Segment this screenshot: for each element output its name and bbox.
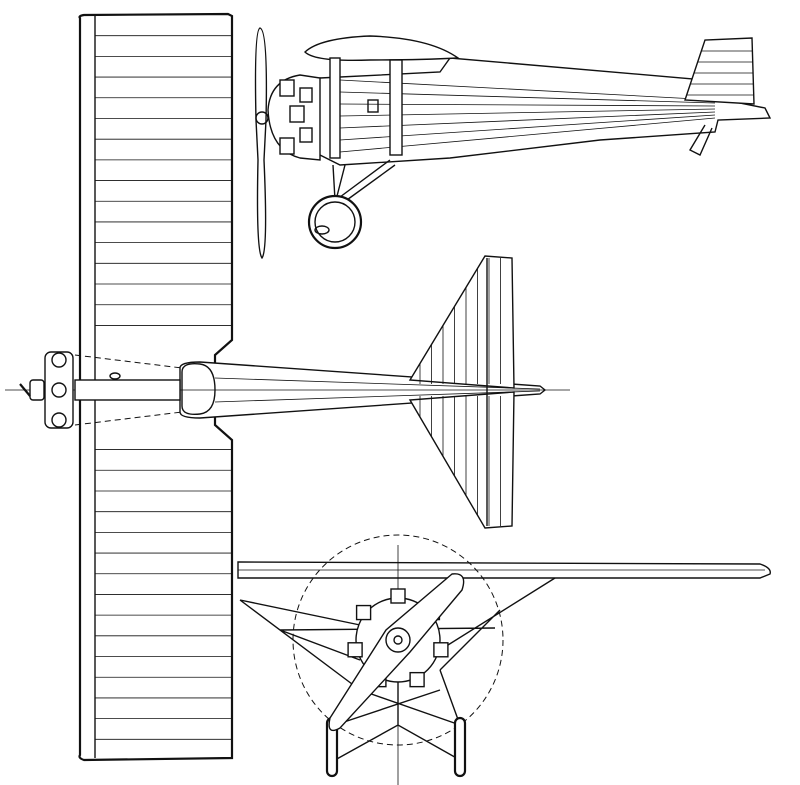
wing-struts-front (239, 577, 556, 691)
tail-skid (689, 124, 713, 156)
cockpit-window (367, 99, 379, 113)
engine-cylinder (355, 604, 372, 621)
landing-gear-side (332, 159, 396, 206)
engine-cylinder (390, 588, 406, 604)
plan-view (5, 12, 570, 762)
cabane-strut (329, 57, 341, 159)
wing-ribs (95, 35, 232, 740)
fuel-cap (109, 372, 121, 380)
propeller-hub (385, 627, 411, 653)
side-view (254, 27, 772, 260)
spinner-front (393, 635, 403, 645)
fin-ribs (686, 50, 753, 96)
wheel-hub (314, 201, 356, 243)
front-view (237, 534, 771, 785)
fuselage-longeron (214, 377, 541, 390)
cockpit-opening (181, 362, 216, 416)
horizontal-tail-right (408, 391, 515, 529)
horizontal-tail-left (408, 255, 515, 389)
strut-dashed-line (74, 411, 183, 426)
cabane-strut (389, 59, 403, 156)
fuselage-longeron (214, 390, 541, 403)
radial-engine-plan (19, 351, 74, 429)
tail-fin (684, 37, 755, 105)
engine-cylinder (433, 642, 449, 658)
engine-cylinder (409, 671, 425, 688)
main-wheel (307, 194, 363, 250)
engine-cylinders (279, 79, 313, 155)
tail-ribs (419, 258, 501, 526)
propeller-side (254, 27, 268, 260)
nose-fairing (74, 379, 181, 401)
parasol-wing-side (303, 35, 461, 61)
strut-dashed-line (74, 354, 183, 369)
fuselage-side (299, 57, 772, 166)
wheel-right (453, 716, 467, 778)
spinner (255, 111, 269, 125)
wheel-marking (314, 225, 330, 235)
engine-cylinder (347, 642, 363, 658)
